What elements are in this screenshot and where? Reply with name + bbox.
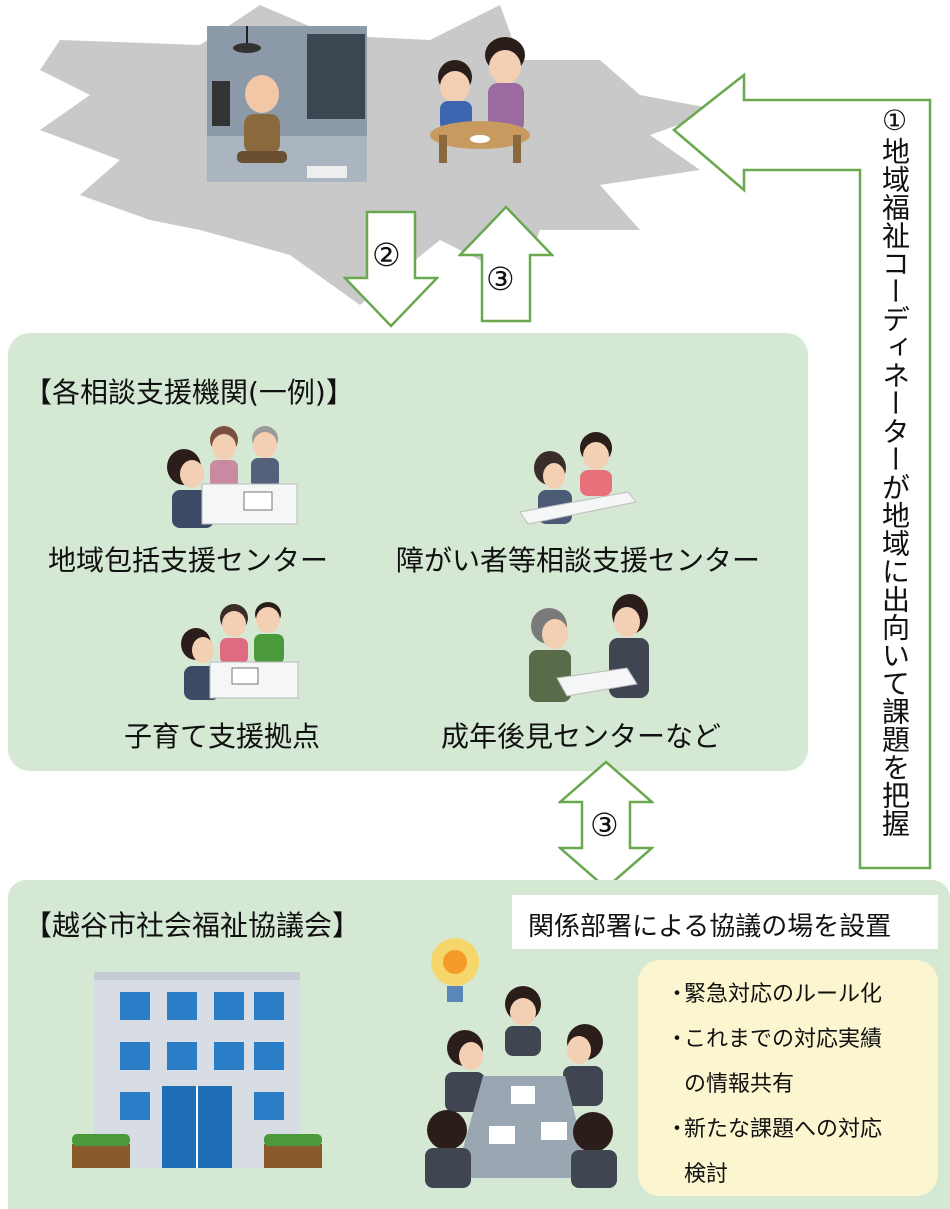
council-header: 【越谷市社会福祉協議会】 <box>24 909 361 942</box>
agency-community-care: 地域包括支援センター <box>48 544 329 577</box>
rule-item: ・緊急対応のルール化 <box>666 982 883 1007</box>
step2-mark: ② <box>372 236 401 274</box>
rule-item: ・これまでの対応実績 <box>666 1027 883 1052</box>
step3-mark-top: ③ <box>486 260 515 298</box>
elderly-man-illustration <box>207 26 367 182</box>
agency-guardianship: 成年後見センターなど <box>441 720 722 753</box>
meeting-illustration <box>425 938 617 1188</box>
rule-item-continuation: 検討 <box>684 1162 729 1187</box>
community-care-illustration <box>167 426 298 528</box>
meeting-label-box <box>512 895 938 949</box>
rule-item-continuation: の情報共有 <box>684 1072 795 1097</box>
disability-support-illustration <box>519 432 637 525</box>
childcare-illustration <box>181 602 299 700</box>
agencies-panel <box>8 333 808 771</box>
arrow-step1 <box>672 72 932 870</box>
rule-item: ・新たな課題への対応 <box>666 1117 883 1142</box>
council-building-illustration <box>72 972 322 1168</box>
step1-label: ①地域福祉コーディネーターが地域に出向いて課題を把握 <box>878 104 911 837</box>
agency-disability-support: 障がい者等相談支援センター <box>396 544 761 577</box>
arrow-down-step2 <box>343 210 439 328</box>
mother-child-illustration <box>430 37 530 163</box>
meeting-label: 関係部署による協議の場を設置 <box>528 912 892 942</box>
guardianship-illustration <box>529 594 649 702</box>
rules-box <box>638 960 938 1196</box>
agencies-header: 【各相談支援機関(一例)】 <box>24 376 354 409</box>
arrow-up-step3 <box>458 205 554 323</box>
step3-mark-mid: ③ <box>590 806 619 844</box>
agency-childcare: 子育て支援拠点 <box>124 720 321 753</box>
